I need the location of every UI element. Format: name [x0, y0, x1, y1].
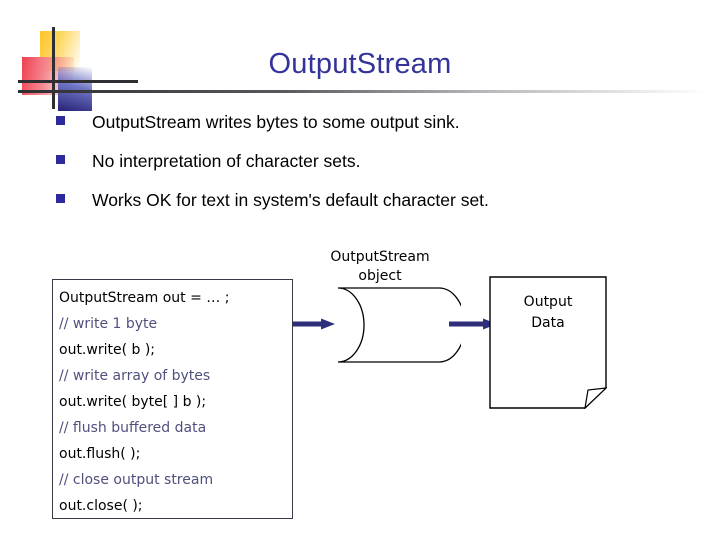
arrow-code-to-stream: [293, 318, 335, 330]
code-line: // flush buffered data: [59, 420, 207, 436]
code-line: // write 1 byte: [59, 316, 158, 332]
list-item: No interpretation of character sets.: [56, 151, 686, 190]
code-snippet-box: OutputStream out = … ; // write 1 byte o…: [52, 279, 293, 519]
slide-logo-decoration: [18, 27, 138, 111]
stream-object-label-line1: OutputStream: [330, 249, 430, 265]
bullet-list: OutputStream writes bytes to some output…: [56, 112, 686, 229]
code-line: // write array of bytes: [59, 368, 211, 384]
title-divider-rule: [18, 90, 708, 93]
bullet-text: No interpretation of character sets.: [92, 151, 361, 171]
list-item: OutputStream writes bytes to some output…: [56, 112, 686, 151]
code-line: OutputStream out = … ;: [59, 290, 230, 306]
output-data-label-line1: Output: [523, 294, 573, 310]
output-data-label-line2: Data: [531, 315, 565, 331]
code-line: out.write( byte[ ] b );: [59, 394, 207, 410]
bullet-text: Works OK for text in system's default ch…: [92, 190, 489, 210]
stream-object-label-line2: object: [358, 268, 402, 284]
stream-object-label: OutputStream object: [300, 248, 460, 286]
code-line: out.write( b );: [59, 342, 156, 358]
code-line: // close output stream: [59, 472, 214, 488]
logo-horizontal-line: [18, 80, 138, 83]
logo-blue-square: [58, 67, 92, 111]
slide-title: OutputStream: [268, 48, 452, 80]
output-data-document-shape: [489, 276, 607, 409]
logo-vertical-line: [52, 27, 55, 109]
square-bullet-icon: [56, 155, 65, 164]
bullet-text: OutputStream writes bytes to some output…: [92, 112, 460, 132]
square-bullet-icon: [56, 116, 65, 125]
list-item: Works OK for text in system's default ch…: [56, 190, 686, 229]
code-line: out.close( );: [59, 498, 143, 514]
code-line: out.flush( );: [59, 446, 141, 462]
square-bullet-icon: [56, 194, 65, 203]
output-data-label: Output Data: [489, 292, 607, 334]
stream-cylinder-shape: [337, 287, 461, 363]
